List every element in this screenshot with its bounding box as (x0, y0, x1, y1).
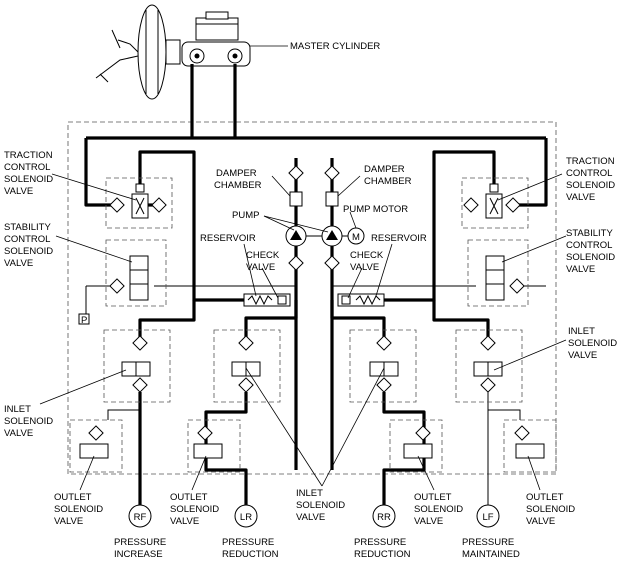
master-cylinder (181, 11, 251, 67)
pressure-reduction-2-label: PRESSURE REDUCTION (354, 537, 411, 560)
wheel-lr-label: LR (240, 512, 252, 523)
pump-motor: M (347, 227, 365, 245)
damper-right (324, 165, 340, 207)
p-label: P (81, 315, 87, 326)
pressure-increase-label: PRESSURE INCREASE (114, 537, 169, 560)
brake-booster (95, 4, 181, 100)
pump (285, 225, 348, 247)
pump-motor-label: PUMP MOTOR (343, 204, 408, 215)
traction-valve-right (461, 177, 529, 229)
inlet-valve-lr (213, 329, 281, 403)
inlet-valve-rr (349, 329, 417, 403)
reservoir-left-label: RESERVOIR (200, 233, 256, 244)
damper-right-label: DAMPER CHAMBER (364, 164, 412, 187)
wheel-lr: LR (234, 504, 258, 528)
wheel-rr-label: RR (377, 512, 391, 523)
master-cylinder-label: MASTER CYLINDER (290, 41, 380, 52)
reservoir-left (243, 293, 291, 307)
stability-right-label: STABILITY CONTROL SOLENOID VALVE (566, 228, 618, 275)
labels: TRACTION CONTROL SOLENOID VALVE TRACTION… (4, 150, 620, 560)
wheel-lf: LF (476, 504, 500, 528)
p-box (78, 313, 90, 325)
reservoir-right (337, 293, 385, 307)
reservoir-right-label: RESERVOIR (371, 233, 427, 244)
inlet-valve-lf (455, 329, 523, 403)
outlet-valve-4 (503, 419, 557, 473)
outlet-1-label: OUTLET SOLENOID VALVE (54, 492, 106, 527)
outlet-valve-1 (69, 419, 123, 473)
wheel-rr: RR (372, 504, 396, 528)
stability-valve-left (105, 239, 167, 307)
outlet-valve-3 (389, 419, 443, 473)
inlet-valve-rf (103, 329, 171, 403)
pressure-maintained-label: PRESSURE MAINTAINED (462, 537, 520, 560)
wheel-lf-label: LF (482, 512, 493, 523)
damper-left-label: DAMPER CHAMBER (214, 168, 262, 191)
traction-valve-left (105, 177, 173, 229)
outlet-4-label: OUTLET SOLENOID VALVE (526, 492, 578, 527)
wheel-rf: RF (128, 504, 152, 528)
check-right-label: CHECK VALVE (350, 250, 386, 273)
pump-check-valves (288, 255, 340, 271)
inlet-center-label: INLET SOLENOID VALVE (296, 488, 348, 523)
stability-left-label: STABILITY CONTROL SOLENOID VALVE (4, 222, 56, 269)
check-left-label: CHECK VALVE (246, 250, 282, 273)
hydraulic-lines (84, 64, 548, 506)
pump-label: PUMP (232, 210, 259, 221)
stability-valve-right (467, 239, 529, 307)
leader-lines (39, 173, 567, 491)
wheel-rf-label: RF (134, 512, 147, 523)
traction-left-label: TRACTION CONTROL SOLENOID VALVE (4, 150, 56, 197)
outlet-3-label: OUTLET SOLENOID VALVE (414, 492, 466, 527)
outlet-2-label: OUTLET SOLENOID VALVE (170, 492, 222, 527)
traction-right-label: TRACTION CONTROL SOLENOID VALVE (566, 156, 618, 203)
pressure-reduction-1-label: PRESSURE REDUCTION (222, 537, 279, 560)
outlet-valve-2 (187, 419, 241, 473)
module-border (67, 121, 557, 475)
inlet-left-label: INLET SOLENOID VALVE (4, 404, 56, 439)
damper-left (288, 165, 304, 207)
motor-symbol: M (352, 232, 360, 243)
inlet-right-label: INLET SOLENOID VALVE (568, 326, 620, 361)
